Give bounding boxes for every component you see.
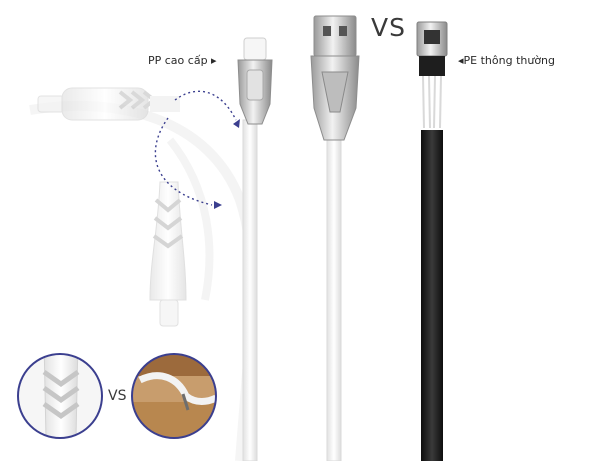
pe-regular-label: ◂PE thông thường [458, 54, 556, 67]
damaged-cable-inset [131, 353, 217, 439]
vs-label-top: VS [371, 13, 406, 42]
direction-arrows [154, 90, 237, 206]
white-usb-cable [310, 15, 360, 461]
pp-premium-label: PP cao cấp ▸ [148, 54, 217, 67]
white-lightning-cable [237, 37, 273, 461]
black-micro-usb-cable [416, 21, 448, 461]
vs-label-bottom: VS [108, 388, 127, 404]
lightning-connector-horizontal [37, 87, 180, 121]
lightning-connector-vertical [149, 181, 187, 327]
good-strain-relief-inset [17, 353, 103, 439]
arrow-heads [214, 119, 240, 209]
